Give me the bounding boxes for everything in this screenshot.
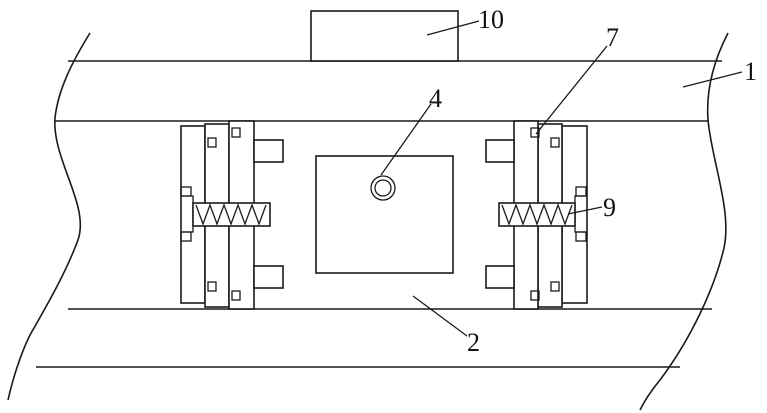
label-7: 7: [606, 23, 619, 52]
right-spring: [499, 203, 575, 226]
label-10: 10: [478, 5, 504, 34]
center-plate: [316, 156, 453, 273]
label-9: 9: [603, 193, 616, 222]
leader-2: [413, 296, 467, 336]
label-4: 4: [429, 84, 442, 113]
top-block: [311, 11, 458, 61]
label-2: 2: [467, 328, 480, 357]
left-spring: [193, 203, 270, 226]
label-1: 1: [744, 57, 757, 86]
